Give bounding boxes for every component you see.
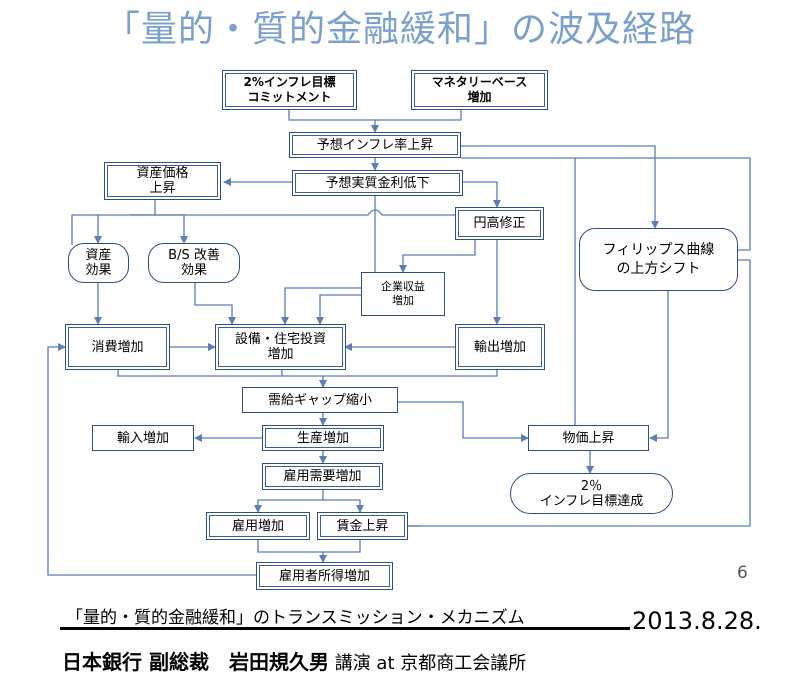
page-number: 6 [737,563,748,583]
flow-arrows [47,110,751,576]
caption: 「量的・質的金融緩和」のトランスミッション・メカニズム [66,608,525,628]
wage-increase-box: 賃金上昇 [317,512,408,540]
capex-housing-increase-box: 設備・住宅投資 増加 [215,324,346,370]
speaker-line: 日本銀行 副総裁 岩田規久男 講演 at 京都商工会議所 [62,646,526,675]
output-gap-shrink-box: 需給ギャップ縮小 [242,387,398,413]
phillips-curve-shift-box: フィリップス曲線 の上方シフト [579,228,738,291]
corporate-profit-increase-box: 企業収益 増加 [361,272,445,316]
monetary-base-increase-box: マネタリーベース 増加 [411,70,548,110]
bs-improvement-effect-box: B/S 改善 効果 [148,243,240,283]
page-title: 「量的・質的金融緩和」の波及経路 [103,9,696,50]
production-increase-box: 生産増加 [262,425,384,451]
price-rise-box: 物価上昇 [528,425,649,451]
caption-underline [60,627,630,630]
expected-real-rate-fall-box: 予想実質金利低下 [292,170,463,196]
inflation-target-commitment-box: 2%インフレ目標 コミットメント [222,70,357,110]
event-text: 講演 at 京都商工会議所 [328,653,527,674]
consumption-increase-box: 消費増加 [65,324,170,370]
import-increase-box: 輸入増加 [92,425,194,451]
export-increase-box: 輸出増加 [455,324,545,370]
inflation-target-achievement-box: 2％ インフレ目標達成 [510,473,673,514]
labor-demand-increase-box: 雇用需要増加 [262,463,383,490]
asset-price-rise-box: 資産価格 上昇 [104,162,221,200]
wealth-effect-box: 資産 効果 [68,243,129,283]
employment-increase-box: 雇用増加 [206,512,310,540]
date: 2013.8.28. [632,607,762,635]
yen-depreciation-box: 円高修正 [455,207,544,240]
employee-income-increase-box: 雇用者所得増加 [256,562,393,590]
speaker-name: 日本銀行 副総裁 岩田規久男 [62,650,329,674]
expected-inflation-rise-box: 予想インフレ率上昇 [289,132,461,158]
